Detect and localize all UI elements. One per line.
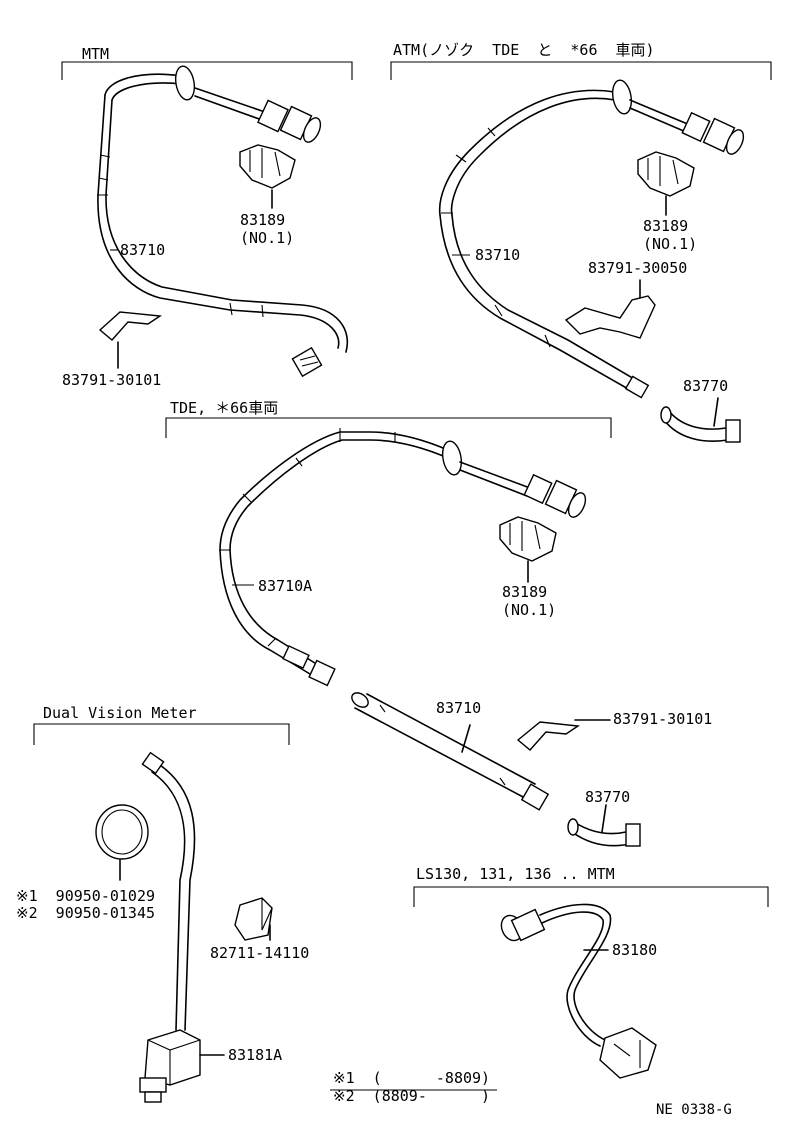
atm-cable-drawing (438, 79, 745, 399)
footer-code: NE 0338-G (656, 1102, 732, 1118)
note-2: ※2 (8809- ) (333, 1087, 491, 1105)
atm-clamp-label: 83791-30050 (588, 259, 688, 277)
atm-clip-no-label: (NO.1) (643, 235, 698, 253)
atm-bracket (390, 61, 772, 80)
tde-clip-no-label: (NO.1) (502, 601, 557, 619)
dual-sensor-label: 83181A (228, 1046, 283, 1064)
tde-clamp-label: 83791-30101 (613, 710, 713, 728)
dual-bracket (33, 723, 290, 745)
mtm-clip-drawing (239, 144, 296, 209)
mtm-cable-drawing (97, 65, 348, 378)
mtm-clip-no-label: (NO.1) (240, 229, 295, 247)
atm-clip-drawing (637, 151, 695, 216)
dual-clip-label: 82711-14110 (210, 944, 310, 962)
tde-cable-label: 83710A (258, 577, 313, 595)
tde-clamp-drawing (516, 719, 611, 751)
tde-bracket (165, 417, 612, 438)
mtm-clamp-drawing (98, 311, 163, 369)
tde-cable-drawing (219, 428, 587, 687)
ls-sensor-label: 83180 (612, 941, 658, 959)
atm-header: ATM(ノゾク TDE と *66 車両) (393, 41, 655, 59)
dual-cable-drawing (139, 751, 225, 1103)
dual-cap-drawing (95, 804, 149, 881)
dual-cap2-label: ※2 90950-01345 (16, 904, 155, 922)
mtm-clamp-label: 83791-30101 (62, 371, 162, 389)
tde-clip-label: 83189 (502, 583, 548, 601)
tde-adapter-drawing (567, 804, 641, 847)
mtm-header: MTM (82, 45, 110, 63)
ls-header: LS130, 131, 136 .. MTM (416, 865, 615, 883)
atm-cable-label: 83710 (475, 246, 521, 264)
ls-sensor-drawing (500, 903, 657, 1079)
mtm-bracket (61, 61, 353, 80)
tde-sub-cable-drawing (351, 692, 550, 811)
ls-bracket (413, 886, 769, 907)
note-1: ※1 ( -8809) (333, 1069, 491, 1087)
dual-header: Dual Vision Meter (43, 704, 197, 722)
mtm-cable-label: 83710 (120, 241, 166, 259)
tde-adapter-label: 83770 (585, 788, 631, 806)
atm-adapter-drawing (660, 397, 741, 443)
tde-clip-drawing (499, 516, 557, 583)
tde-header: TDE, ＊66車両 (170, 399, 279, 417)
dual-clip-drawing (234, 897, 273, 941)
atm-adapter-label: 83770 (683, 377, 729, 395)
mtm-clip-label: 83189 (240, 211, 286, 229)
dual-cap1-label: ※1 90950-01029 (16, 887, 155, 905)
atm-clip-label: 83189 (643, 217, 689, 235)
tde-sub-cable-label: 83710 (436, 699, 482, 717)
atm-clamp-drawing (564, 279, 656, 339)
